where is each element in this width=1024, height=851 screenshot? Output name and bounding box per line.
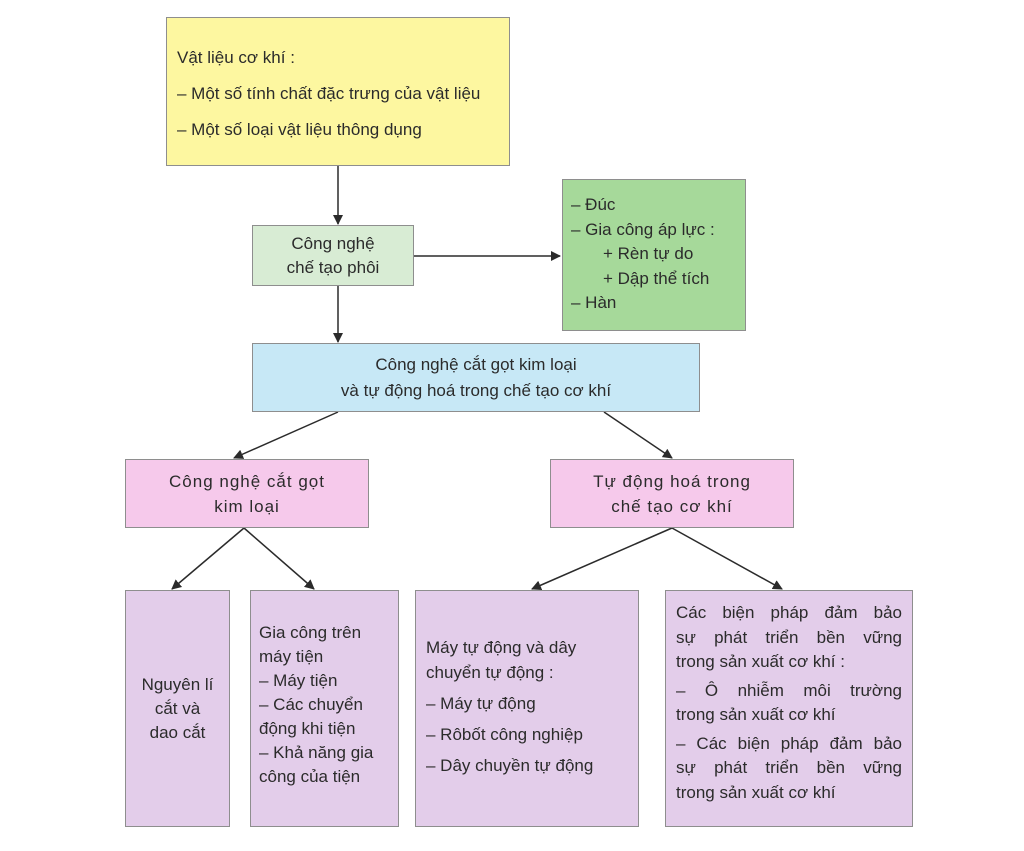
blank-method-subitem: + Dập thể tích <box>603 268 710 288</box>
lathe-line: – Khả năng gia <box>259 743 374 762</box>
sustainability-line: trong sản xuất cơ khí : <box>676 652 845 671</box>
lathe-line: – Các chuyển <box>259 695 363 714</box>
principle-line: dao cắt <box>149 722 206 742</box>
cutting-automation-line: và tự động hoá trong chế tạo cơ khí <box>340 380 612 400</box>
cutting-automation-line: Công nghệ cắt gọt kim loại <box>375 354 577 374</box>
blank-method-subitem: + Rèn tự do <box>603 244 694 263</box>
principle-line: Nguyên lí <box>141 674 214 694</box>
auto-machines-line: chuyển tự động : <box>426 663 554 682</box>
lathe-line: máy tiện <box>259 647 324 666</box>
auto-machines-item: – Dây chuyền tự động <box>426 756 594 775</box>
arrow-to-automation <box>603 411 673 459</box>
auto-machines-box: Máy tự động và dây chuyển tự động : – Má… <box>415 590 639 827</box>
blank-tech-line: chế tạo phôi <box>286 257 380 277</box>
cutting-line: kim loại <box>214 496 280 516</box>
automation-box: Tự động hoá trong chế tạo cơ khí <box>550 459 794 528</box>
materials-box: Vật liệu cơ khí : – Một số tính chất đặc… <box>166 17 510 166</box>
blank-tech-box: Công nghệ chế tạo phôi <box>252 225 414 286</box>
automation-line: chế tạo cơ khí <box>611 496 733 516</box>
materials-title: Vật liệu cơ khí : <box>177 48 295 67</box>
blank-method-item: – Gia công áp lực : <box>571 219 715 239</box>
blank-method-item: – Đúc <box>571 195 616 214</box>
cutting-automation-box: Công nghệ cắt gọt kim loại và tự động ho… <box>252 343 700 412</box>
automation-line: Tự động hoá trong <box>593 471 751 491</box>
auto-machines-item: – Rôbốt công nghiệp <box>426 725 583 744</box>
blank-method-item: – Hàn <box>571 293 617 312</box>
principle-box: Nguyên lí cắt và dao cắt <box>125 590 230 827</box>
arrow-to-cutting <box>233 411 339 459</box>
sustainability-line: – Các biện pháp đảm bảo <box>676 733 902 753</box>
principle-line: cắt và <box>154 698 201 718</box>
materials-item: – Một số tính chất đặc trưng của vật liệ… <box>177 84 481 103</box>
arrow-to-principle <box>171 527 245 590</box>
lathe-line: động khi tiện <box>259 719 356 738</box>
sustainability-line: Các biện pháp đảm bảo <box>676 603 902 622</box>
lathe-line: – Máy tiện <box>259 671 338 690</box>
sustainability-line: trong sản xuất cơ khí <box>676 705 836 724</box>
sustainability-line: sự phát triển bền vững <box>676 627 902 647</box>
arrow-to-sustainability <box>671 527 783 590</box>
auto-machines-line: Máy tự động và dây <box>426 638 577 657</box>
sustainability-line: trong sản xuất cơ khí <box>676 782 836 802</box>
materials-item: – Một số loại vật liệu thông dụng <box>177 120 422 139</box>
lathe-line: Gia công trên <box>259 623 362 642</box>
auto-machines-item: – Máy tự động <box>426 694 536 713</box>
sustainability-line: sự phát triển bền vững <box>676 758 902 777</box>
lathe-box: Gia công trên máy tiện – Máy tiện – Các … <box>250 590 399 827</box>
arrow-to-lathe <box>243 527 315 590</box>
cutting-line: Công nghệ cắt gọt <box>169 471 325 491</box>
sustainability-box: Các biện pháp đảm bảo sự phát triển bền … <box>665 590 913 827</box>
lathe-line: công của tiện <box>259 767 361 786</box>
blank-methods-box: – Đúc – Gia công áp lực : + Rèn tự do + … <box>562 179 746 331</box>
sustainability-line: – Ô nhiễm môi trường <box>676 680 902 700</box>
arrow-to-auto-machines <box>531 527 673 590</box>
cutting-box: Công nghệ cắt gọt kim loại <box>125 459 369 528</box>
blank-tech-line: Công nghệ <box>291 233 375 253</box>
